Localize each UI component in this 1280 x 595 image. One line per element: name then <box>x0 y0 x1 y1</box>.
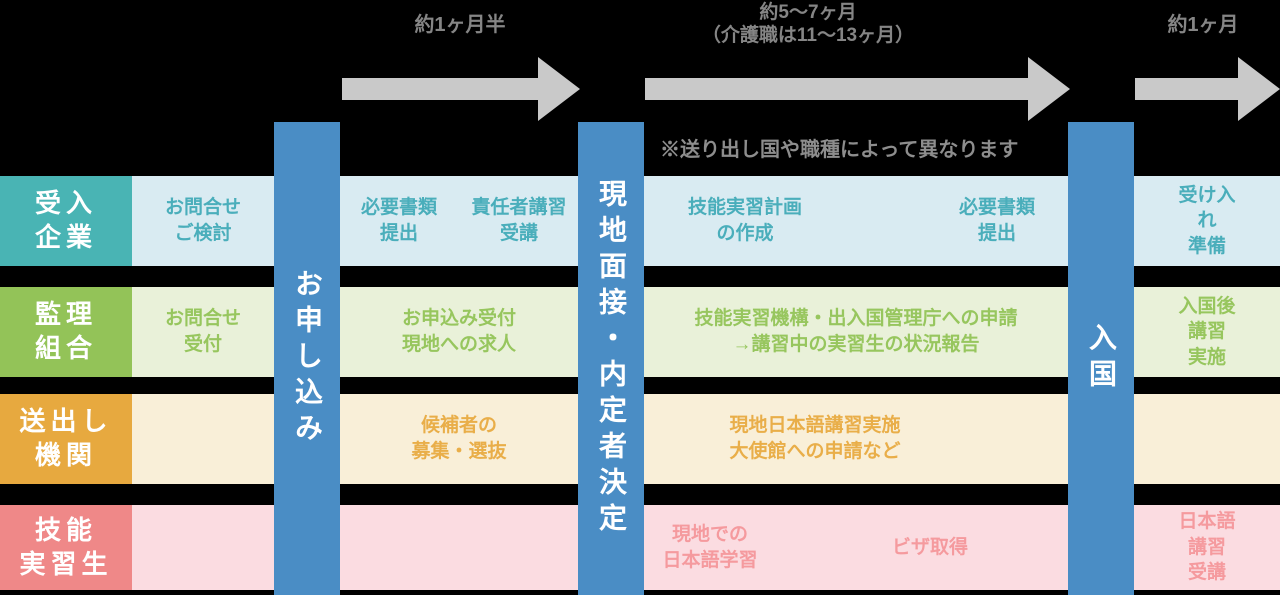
milestone-bar-interview-decision: 現地面接・内定者決定 <box>578 122 644 595</box>
right-arrow-icon <box>1028 57 1070 121</box>
process-step: お申込み受付 現地への求人 <box>401 308 517 355</box>
duration-label-2: 約5〜7ヶ月 （介護職は11〜13ヶ月） <box>701 2 915 46</box>
process-step: 候補者の 募集・選抜 <box>411 415 507 462</box>
milestone-bar-entry: 入国 <box>1068 122 1134 595</box>
process-step: 必要書類 提出 <box>360 197 438 244</box>
row-header-sending-organization: 送出し 機関 <box>0 394 132 484</box>
arrow-shaft <box>645 78 1028 100</box>
row-header-trainee: 技能 実習生 <box>0 505 132 590</box>
right-arrow-icon <box>1238 57 1280 121</box>
duration-label-3: 約1ヶ月 <box>1167 14 1239 36</box>
process-step: 技能実習計画 の作成 <box>687 197 803 244</box>
process-step: 現地での 日本語学習 <box>662 523 758 571</box>
arrow-shaft <box>1135 78 1238 100</box>
process-step: 現地日本語講習実施 大使館への申請など <box>729 415 901 462</box>
row-header-supervising-union: 監理 組合 <box>0 287 132 377</box>
duration-label-1: 約1ヶ月半 <box>414 14 506 36</box>
process-step: 受け入れ 準備 <box>1178 184 1236 257</box>
row-header-receiving-company: 受入 企業 <box>0 176 132 266</box>
process-step: 責任者講習 受講 <box>471 197 567 244</box>
process-step: 必要書類 提出 <box>958 197 1036 244</box>
right-arrow-icon <box>538 57 580 121</box>
process-step: お問合せ ご検討 <box>164 197 242 244</box>
process-step: ビザ取得 <box>891 536 969 558</box>
process-step: 入国後講習 実施 <box>1178 295 1236 368</box>
process-step: 日本語講習 受講 <box>1178 511 1236 584</box>
process-step: お問合せ 受付 <box>164 308 242 355</box>
arrow-shaft <box>342 78 538 100</box>
footnote: ※送り出し国や職種によって異なります <box>660 139 1019 161</box>
milestone-bar-application: お申し込み <box>274 122 340 595</box>
process-step: 技能実習機構・出入国管理庁への申請 →講習中の実習生の状況報告 <box>694 308 1018 355</box>
